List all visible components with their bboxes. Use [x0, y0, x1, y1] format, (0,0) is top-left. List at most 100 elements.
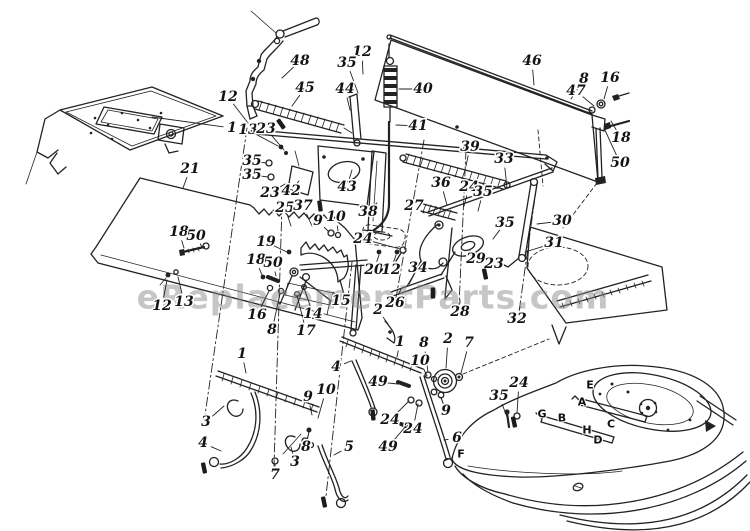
- ref-letter-C: C: [607, 418, 615, 431]
- hanger-bar: [299, 259, 369, 337]
- callout-leader: [349, 169, 353, 179]
- callout-50: 50: [186, 228, 206, 244]
- callout-28: 28: [449, 304, 470, 320]
- callout-leader: [163, 279, 168, 298]
- ref-letter-B: B: [558, 412, 566, 425]
- callout-leader: [603, 127, 617, 156]
- callout-38: 38: [358, 204, 378, 220]
- callout-24: 24: [352, 231, 372, 247]
- callout-15: 15: [331, 293, 350, 309]
- callout-leader: [277, 183, 286, 189]
- lever-assembly: [245, 10, 320, 120]
- callout-50: 50: [610, 155, 630, 171]
- connection-marker: [320, 496, 328, 508]
- callout-49: 49: [368, 374, 388, 390]
- clutch-spring: [250, 99, 353, 134]
- callout-18: 18: [611, 130, 631, 146]
- callout-leader: [296, 180, 300, 185]
- callout-13: 13: [238, 122, 258, 138]
- callout-leader: [395, 124, 410, 127]
- callout-3: 3: [290, 454, 300, 470]
- callout-leader: [260, 175, 269, 178]
- callout-35: 35: [242, 167, 261, 183]
- hidden-bracket: [362, 224, 406, 248]
- callout-leader: [177, 276, 183, 294]
- callout-leader: [260, 161, 267, 164]
- ref-letter-A: A: [578, 396, 587, 409]
- alignment-lines: [204, 127, 538, 497]
- callout-leader: [382, 316, 389, 325]
- callout-46: 46: [522, 53, 542, 69]
- idler-pulley: [390, 227, 484, 300]
- ref-letter-E: E: [586, 379, 594, 392]
- callout-leader: [501, 403, 508, 418]
- lift-rod: [360, 120, 391, 241]
- callout-1: 1: [395, 334, 405, 350]
- callout-2: 2: [442, 331, 453, 347]
- callout-leader: [532, 69, 535, 86]
- callout-47: 47: [566, 83, 586, 99]
- callout-24: 24: [508, 375, 528, 391]
- callout-12: 12: [152, 298, 172, 314]
- callout-7: 7: [270, 467, 280, 483]
- callout-leader: [504, 167, 508, 189]
- callout-35: 35: [337, 55, 356, 71]
- ref-letter-F: F: [457, 448, 465, 461]
- callout-leader: [303, 287, 311, 306]
- callout-leader: [212, 405, 225, 417]
- callout-leader: [420, 210, 425, 214]
- callout-leader: [210, 446, 222, 452]
- callout-50: 50: [263, 255, 283, 271]
- callout-19: 19: [256, 234, 276, 250]
- callout-23: 23: [483, 256, 504, 272]
- callout-24: 24: [458, 179, 478, 195]
- callout-leader: [271, 135, 285, 151]
- callout-8: 8: [301, 439, 311, 455]
- callout-10: 10: [410, 353, 430, 369]
- callout-9: 9: [303, 389, 313, 405]
- callout-37: 37: [293, 198, 313, 214]
- connection-marker: [317, 200, 323, 212]
- callout-leader: [396, 350, 399, 358]
- callout-31: 31: [544, 235, 563, 251]
- bracket-43: [317, 145, 375, 207]
- callout-leader: [258, 267, 263, 276]
- callout-17: 17: [296, 323, 316, 339]
- callout-leader: [307, 430, 310, 439]
- callout-10: 10: [326, 209, 346, 225]
- watermark-text: eReplacementParts.com: [137, 278, 610, 317]
- callout-18: 18: [169, 224, 189, 240]
- callout-leader: [469, 250, 472, 253]
- callout-32: 32: [507, 311, 527, 327]
- connection-marker: [481, 268, 489, 280]
- callout-48: 48: [290, 53, 310, 69]
- callout-45: 45: [295, 80, 314, 96]
- callout-8: 8: [579, 71, 589, 87]
- callout-leader: [406, 275, 414, 287]
- callout-leader: [442, 191, 448, 206]
- callout-leader: [423, 368, 428, 377]
- callout-4: 4: [331, 359, 341, 375]
- callout-leader: [361, 60, 364, 75]
- callout-leader: [273, 245, 288, 253]
- callout-leader: [273, 293, 281, 322]
- callout-40: 40: [413, 81, 433, 97]
- callout-leader: [151, 116, 224, 128]
- lift-spring: [383, 43, 398, 123]
- callout-leader: [518, 306, 521, 311]
- callout-49: 49: [378, 439, 398, 455]
- callout-leader: [332, 291, 336, 295]
- callout-leader: [440, 397, 444, 404]
- callout-7: 7: [464, 335, 474, 351]
- callout-leader: [393, 254, 397, 262]
- callout-30: 30: [552, 213, 572, 229]
- callout-24: 24: [379, 412, 399, 428]
- connection-marker: [370, 409, 376, 421]
- callout-6: 6: [452, 430, 462, 446]
- callout-leader: [445, 347, 448, 369]
- callout-39: 39: [460, 139, 480, 155]
- callout-leader: [255, 133, 279, 147]
